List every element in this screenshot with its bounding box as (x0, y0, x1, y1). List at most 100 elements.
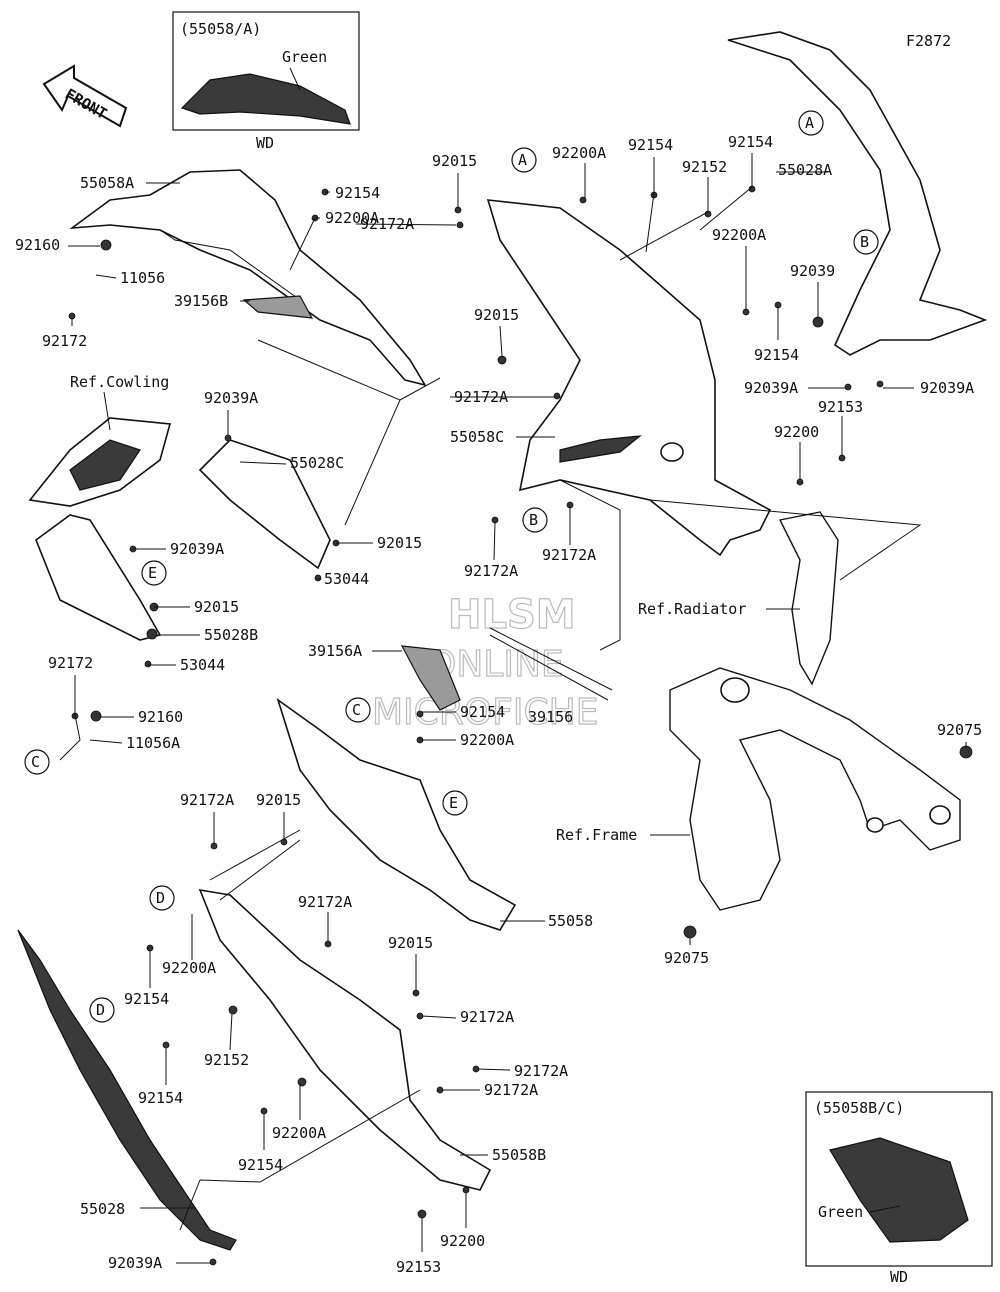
letter-d-1: D (156, 889, 165, 907)
label-92172a-9: 92172A (484, 1081, 538, 1099)
label-92015-5: 92015 (256, 791, 301, 809)
inset-b-title: (55058B/C) (814, 1099, 904, 1117)
label-39156: 39156 (528, 708, 573, 726)
watermark: HLSM ONLINE MICROFICHE (371, 591, 599, 733)
part-55058a-upper-cowl (69, 169, 427, 387)
letter-e-2: E (449, 794, 458, 812)
label-92160-2: 92160 (138, 708, 183, 726)
letter-b-1: B (860, 233, 869, 251)
part-39156a (400, 645, 461, 711)
label-92152-1: 92152 (682, 158, 727, 176)
label-55058a: 55058A (80, 174, 134, 192)
label-92154-7: 92154 (138, 1089, 183, 1107)
watermark-line1: HLSM (448, 592, 576, 638)
label-92154-4: 92154 (754, 346, 799, 364)
label-92154-5: 92154 (460, 703, 505, 721)
part-55028 (17, 929, 237, 1251)
label-39156a: 39156A (308, 642, 362, 660)
ref-radiator-shape (778, 511, 839, 686)
part-39156b (242, 295, 314, 319)
label-92154-2: 92154 (628, 136, 673, 154)
label-92154-8: 92154 (238, 1156, 283, 1174)
label-92153-2: 92153 (396, 1258, 441, 1276)
label-92172a-7: 92172A (460, 1008, 514, 1026)
front-arrow-icon: FRONT (42, 64, 128, 128)
letter-a-2: A (805, 114, 814, 132)
reference-letters: A A B B C C D D E E (24, 110, 879, 1023)
label-92152-2: 92152 (204, 1051, 249, 1069)
label-92172a-3: 92172A (464, 562, 518, 580)
label-55058: 55058 (548, 912, 593, 930)
label-92200a-2: 92200A (552, 144, 606, 162)
label-11056a: 11056A (126, 734, 180, 752)
ref-cowling-shape (28, 417, 172, 507)
label-92172a-4: 92172A (542, 546, 596, 564)
label-92160-1: 92160 (15, 236, 60, 254)
inset-a-model: WD (256, 134, 274, 152)
inset-a-title: (55058/A) (180, 20, 261, 38)
label-92172a-6: 92172A (298, 893, 352, 911)
label-55058b: 55058B (492, 1146, 546, 1164)
label-92200a-1: 92200A (325, 209, 379, 227)
letter-d-2: D (96, 1001, 105, 1019)
label-55028c: 55028C (290, 454, 344, 472)
part-55058c-main-cowl (486, 199, 772, 557)
label-92015-6: 92015 (388, 934, 433, 952)
label-92039a-1: 92039A (204, 389, 258, 407)
letter-c-1: C (352, 701, 361, 719)
label-92039: 92039 (790, 262, 835, 280)
label-92172-2: 92172 (48, 654, 93, 672)
part-55058-lower-cowl (276, 697, 517, 931)
label-92015-3: 92015 (432, 152, 477, 170)
label-92200a-4: 92200A (460, 731, 514, 749)
label-92200a-6: 92200A (272, 1124, 326, 1142)
label-92154-1: 92154 (335, 184, 380, 202)
label-55028b: 55028B (204, 626, 258, 644)
leader-lines (59, 153, 967, 1264)
label-92039a-5: 92039A (108, 1254, 162, 1272)
label-92172a-5: 92172A (180, 791, 234, 809)
label-11056: 11056 (120, 269, 165, 287)
label-39156b: 39156B (174, 292, 228, 310)
label-92039a-2: 92039A (170, 540, 224, 558)
label-92015-4: 92015 (474, 306, 519, 324)
part-55058b-under-cowl (198, 888, 492, 1191)
part-55028b (35, 514, 162, 641)
label-53044-1: 53044 (324, 570, 369, 588)
label-92154-3: 92154 (728, 133, 773, 151)
label-92154-6: 92154 (124, 990, 169, 1008)
label-55058c: 55058C (450, 428, 504, 446)
label-92200a-3: 92200A (712, 226, 766, 244)
label-92153-1: 92153 (818, 398, 863, 416)
label-92039a-3: 92039A (744, 379, 798, 397)
label-92200-1: 92200 (774, 423, 819, 441)
label-92015-2: 92015 (194, 598, 239, 616)
label-92075-2: 92075 (664, 949, 709, 967)
letter-c-2: C (31, 753, 40, 771)
inset-b-model: WD (890, 1268, 908, 1286)
part-55028c (198, 439, 331, 570)
label-55028: 55028 (80, 1200, 125, 1218)
ref-radiator-label: Ref.Radiator (638, 600, 746, 618)
figure-code: F2872 (906, 32, 951, 50)
letter-b-2: B (529, 511, 538, 529)
part-55028a (727, 31, 988, 356)
inset-b-color: Green (818, 1203, 863, 1221)
inset-a-color: Green (282, 48, 327, 66)
label-92075-1: 92075 (937, 721, 982, 739)
inset-55058b-c: (55058B/C) Green WD (805, 1091, 993, 1286)
label-92172a-8: 92172A (514, 1062, 568, 1080)
ref-frame-shape (669, 667, 961, 911)
label-92200a-5: 92200A (162, 959, 216, 977)
watermark-line3: MICROFICHE (372, 692, 598, 733)
label-53044-2: 53044 (180, 656, 225, 674)
label-92172-1: 92172 (42, 332, 87, 350)
ref-frame-label: Ref.Frame (556, 826, 637, 844)
label-92015-1: 92015 (377, 534, 422, 552)
inset-55058-a: (55058/A) Green WD (172, 11, 360, 152)
letter-a-1: A (518, 151, 527, 169)
letter-e-1: E (148, 564, 157, 582)
label-92200-2: 92200 (440, 1232, 485, 1250)
label-55028a: 55028A (778, 161, 832, 179)
